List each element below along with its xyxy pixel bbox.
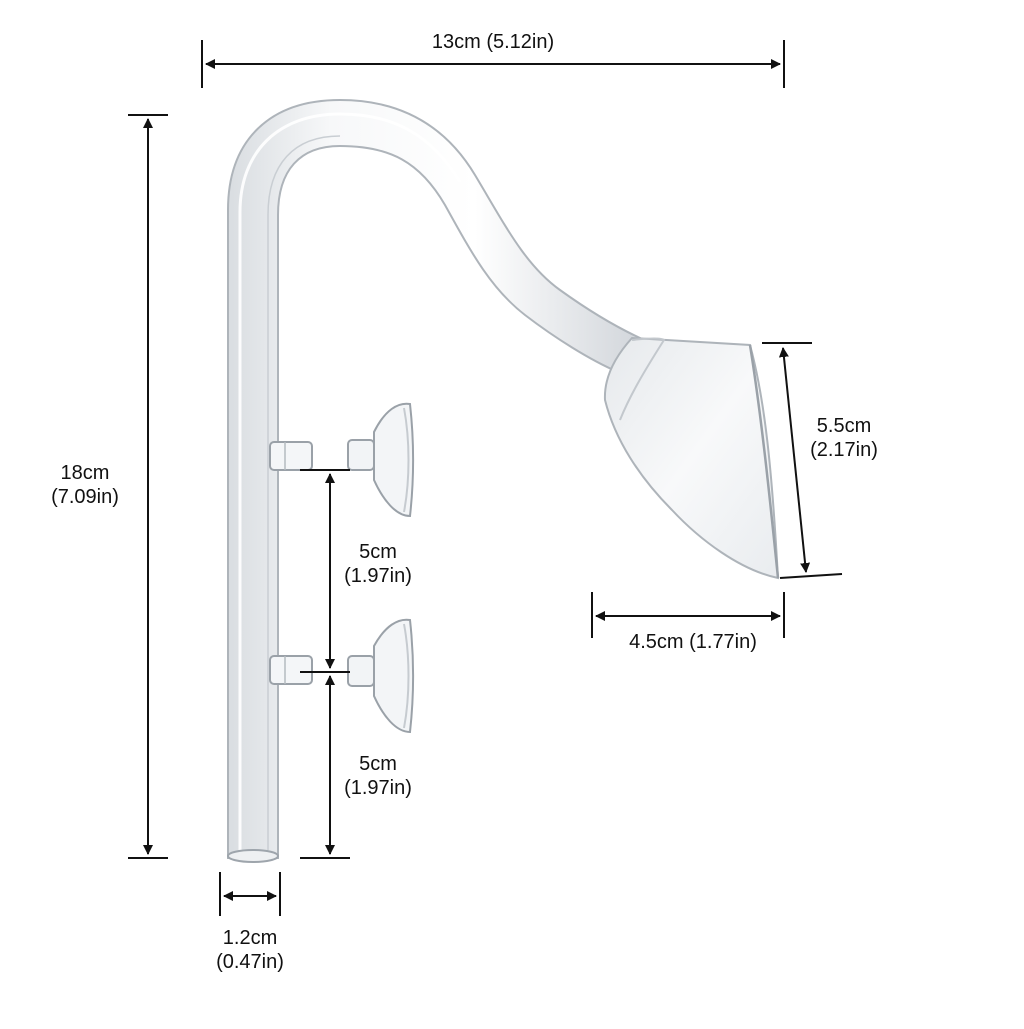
mouth-height-label: 5.5cm (2.17in) [794,414,894,462]
clip-spacing-upper-imperial: (1.97in) [344,565,412,587]
dimension-clip-spacing [300,469,350,859]
height-label-metric: 18cm [60,462,110,484]
suction-cup-lower [347,618,414,734]
width-label: 13cm (5.12in) [431,31,555,53]
tube-diameter-metric: 1.2cm [222,927,278,949]
mouth-height-label-imperial: (2.17in) [810,439,878,461]
clip-spacing-upper-metric: 5cm [359,541,397,563]
pipe-end-opening [227,849,279,863]
dimension-mouth-height [762,342,843,579]
pipe-mouth [603,336,780,580]
clip-spacing-lower-metric: 5cm [359,753,397,775]
pipe-clip-stub-upper [269,441,313,471]
mouth-height-label-metric: 5.5cm [816,415,872,437]
suction-cup-upper [347,402,414,518]
dimension-tube-diameter [219,872,281,916]
pipe-highlight [238,112,462,850]
pipe-inner-edge [267,135,341,850]
clip-spacing-lower-label: 5cm (1.97in) [328,752,428,800]
mouth-width-label: 4.5cm (1.77in) [629,631,757,653]
clip-spacing-upper-label: 5cm (1.97in) [328,540,428,588]
height-label: 18cm (7.09in) [30,461,140,509]
pipe-clip-stub-lower [269,655,313,685]
clip-spacing-lower-imperial: (1.97in) [344,777,412,799]
pipe-mouth-neck [619,337,666,421]
height-label-imperial: (7.09in) [51,486,119,508]
dimension-width [201,40,785,88]
dimension-mouth-width [591,592,785,638]
glass-lily-pipe [227,98,780,863]
pipe-tube [227,98,642,859]
pipe-mouth-rim [748,344,780,579]
dimension-height [128,114,168,859]
tube-diameter-imperial: (0.47in) [216,951,284,973]
tube-diameter-label: 1.2cm (0.47in) [200,926,300,974]
